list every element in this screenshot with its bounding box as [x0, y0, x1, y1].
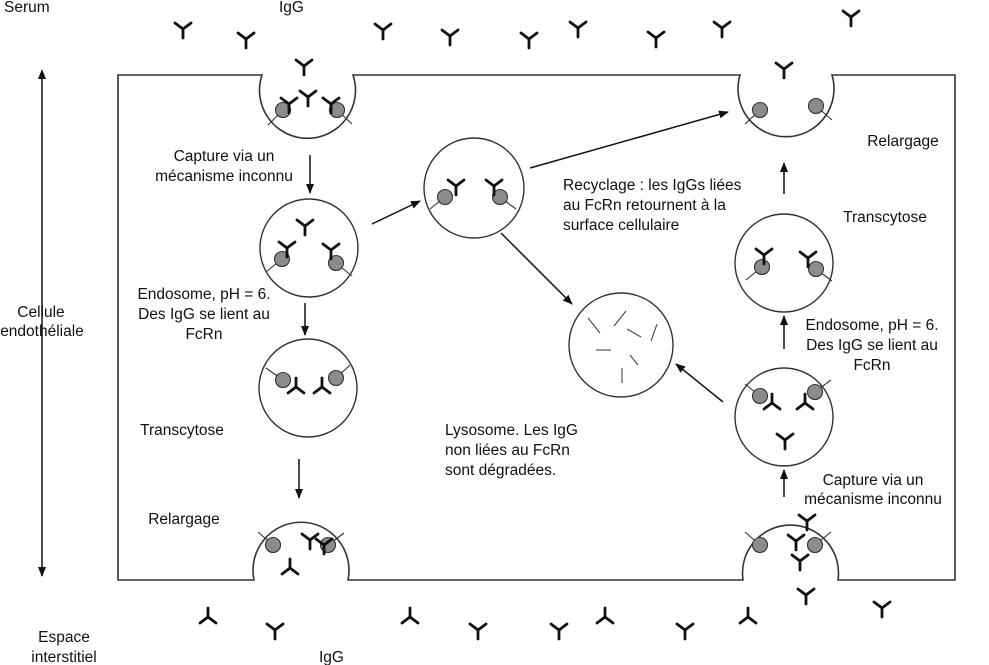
igg-y-shape-icon — [300, 532, 320, 551]
label-cellule: Cellule — [17, 304, 64, 321]
pathway-arrows — [295, 110, 788, 499]
label-endosome-right-3: FcRn — [853, 357, 890, 374]
label-capture-left-1: Capture via un — [174, 148, 275, 165]
label-recyclage-2: au FcRn retournent à la — [563, 197, 726, 214]
label-endosome-right-1: Endosome, pH = 6. — [805, 317, 938, 334]
vesicle-left-transcytose — [258, 338, 358, 438]
fcrn-receptor-icon — [491, 188, 509, 206]
vesicle-sorting — [423, 137, 525, 239]
label-recyclage-3: surface cellulaire — [563, 217, 679, 234]
label-endotheliale: endothéliale — [0, 323, 84, 340]
endothelial-cell-outline — [117, 74, 956, 581]
igg-y-shape-icon — [519, 31, 539, 50]
label-recyclage-1: Recyclage : les IgGs liées — [563, 177, 742, 194]
label-capture-right-1: Capture via un — [823, 472, 924, 489]
label-capture-right-2: mécanisme inconnu — [804, 491, 942, 508]
igg-y-shape-icon — [675, 622, 695, 641]
igg-y-shape-icon — [549, 622, 569, 641]
label-endosome-left-1: Endosome, pH = 6. — [137, 286, 270, 303]
igg-y-shape-icon — [797, 513, 817, 532]
label-endosome-left-3: FcRn — [185, 326, 222, 343]
fcrn-receptor-icon — [807, 97, 825, 115]
fcrn-receptor-icon — [806, 383, 824, 401]
label-relargage-right: Relargage — [867, 133, 939, 150]
igg-y-shape-icon — [440, 28, 460, 47]
igg-y-shape-icon — [568, 20, 588, 39]
fcrn-receptor-icon — [264, 536, 282, 554]
text-labels: Serum IgG Cellule endothéliale Capture v… — [0, 0, 942, 665]
igg-y-shape-icon — [796, 587, 816, 606]
label-lysosome-1: Lysosome. Les IgG — [445, 422, 578, 439]
igg-y-shape-icon — [280, 557, 300, 576]
vesicle-right-transcytose — [734, 213, 834, 313]
igg-y-shape-icon — [841, 9, 861, 28]
fcrn-receptor-icon — [751, 101, 769, 119]
label-interstitiel: interstitiel — [31, 649, 96, 665]
igg-y-shape-icon — [236, 31, 256, 50]
fcrn-receptor-icon — [327, 369, 345, 387]
label-serum: Serum — [4, 0, 50, 16]
vesicle-right-endosome — [734, 367, 834, 467]
fcrn-receptor-icon — [274, 101, 292, 119]
igg-y-shape-icon — [872, 600, 892, 619]
fcrn-receptor-icon — [751, 387, 769, 405]
igg-y-shape-icon — [774, 61, 794, 80]
igg-y-shape-icon — [786, 533, 806, 552]
label-endosome-left-2: Des IgG se lient au — [138, 306, 270, 323]
fcrn-receptor-icon — [328, 101, 346, 119]
fcrn-receptor-icon — [806, 536, 824, 554]
igg-y-shape-icon — [738, 606, 758, 625]
igg-y-shape-icon — [373, 22, 393, 41]
igg-y-shape-icon — [173, 21, 193, 40]
igg-y-shape-icon — [294, 58, 314, 77]
igg-y-shape-icon — [646, 30, 666, 49]
igg-y-shape-icon — [468, 622, 488, 641]
fcrn-receptor-icon — [807, 260, 825, 278]
label-transcytose-left: Transcytose — [140, 422, 224, 439]
igg-y-shape-icon — [595, 606, 615, 625]
fcrn-receptors — [257, 97, 833, 554]
fcrn-receptor-icon — [274, 371, 292, 389]
label-relargage-left: Relargage — [148, 511, 220, 528]
igg-y-shape-icon — [790, 553, 810, 572]
label-lysosome-2: non liées au FcRn — [445, 442, 570, 459]
fcrn-receptor-icon — [436, 188, 454, 206]
degraded-igg-fragments — [587, 310, 658, 383]
igg-y-shape-icon — [298, 89, 318, 108]
label-igg-top: IgG — [279, 0, 304, 16]
label-espace: Espace — [38, 629, 90, 646]
igg-y-shape-icon — [265, 622, 285, 641]
label-igg-bottom: IgG — [319, 649, 344, 665]
label-transcytose-right: Transcytose — [843, 209, 927, 226]
label-endosome-right-2: Des IgG se lient au — [806, 337, 938, 354]
igg-y-shape-icon — [198, 606, 218, 625]
label-lysosome-3: sont dégradées. — [445, 462, 556, 479]
fcrn-receptor-icon — [753, 258, 771, 276]
vesicle-lysosome — [568, 292, 674, 398]
igg-y-shape-icon — [400, 606, 420, 625]
igg-y-shape-icon — [712, 20, 732, 39]
label-capture-left-2: mécanisme inconnu — [155, 168, 293, 185]
fcrn-receptor-icon — [751, 536, 769, 554]
vesicle-left-endosome — [259, 198, 359, 298]
